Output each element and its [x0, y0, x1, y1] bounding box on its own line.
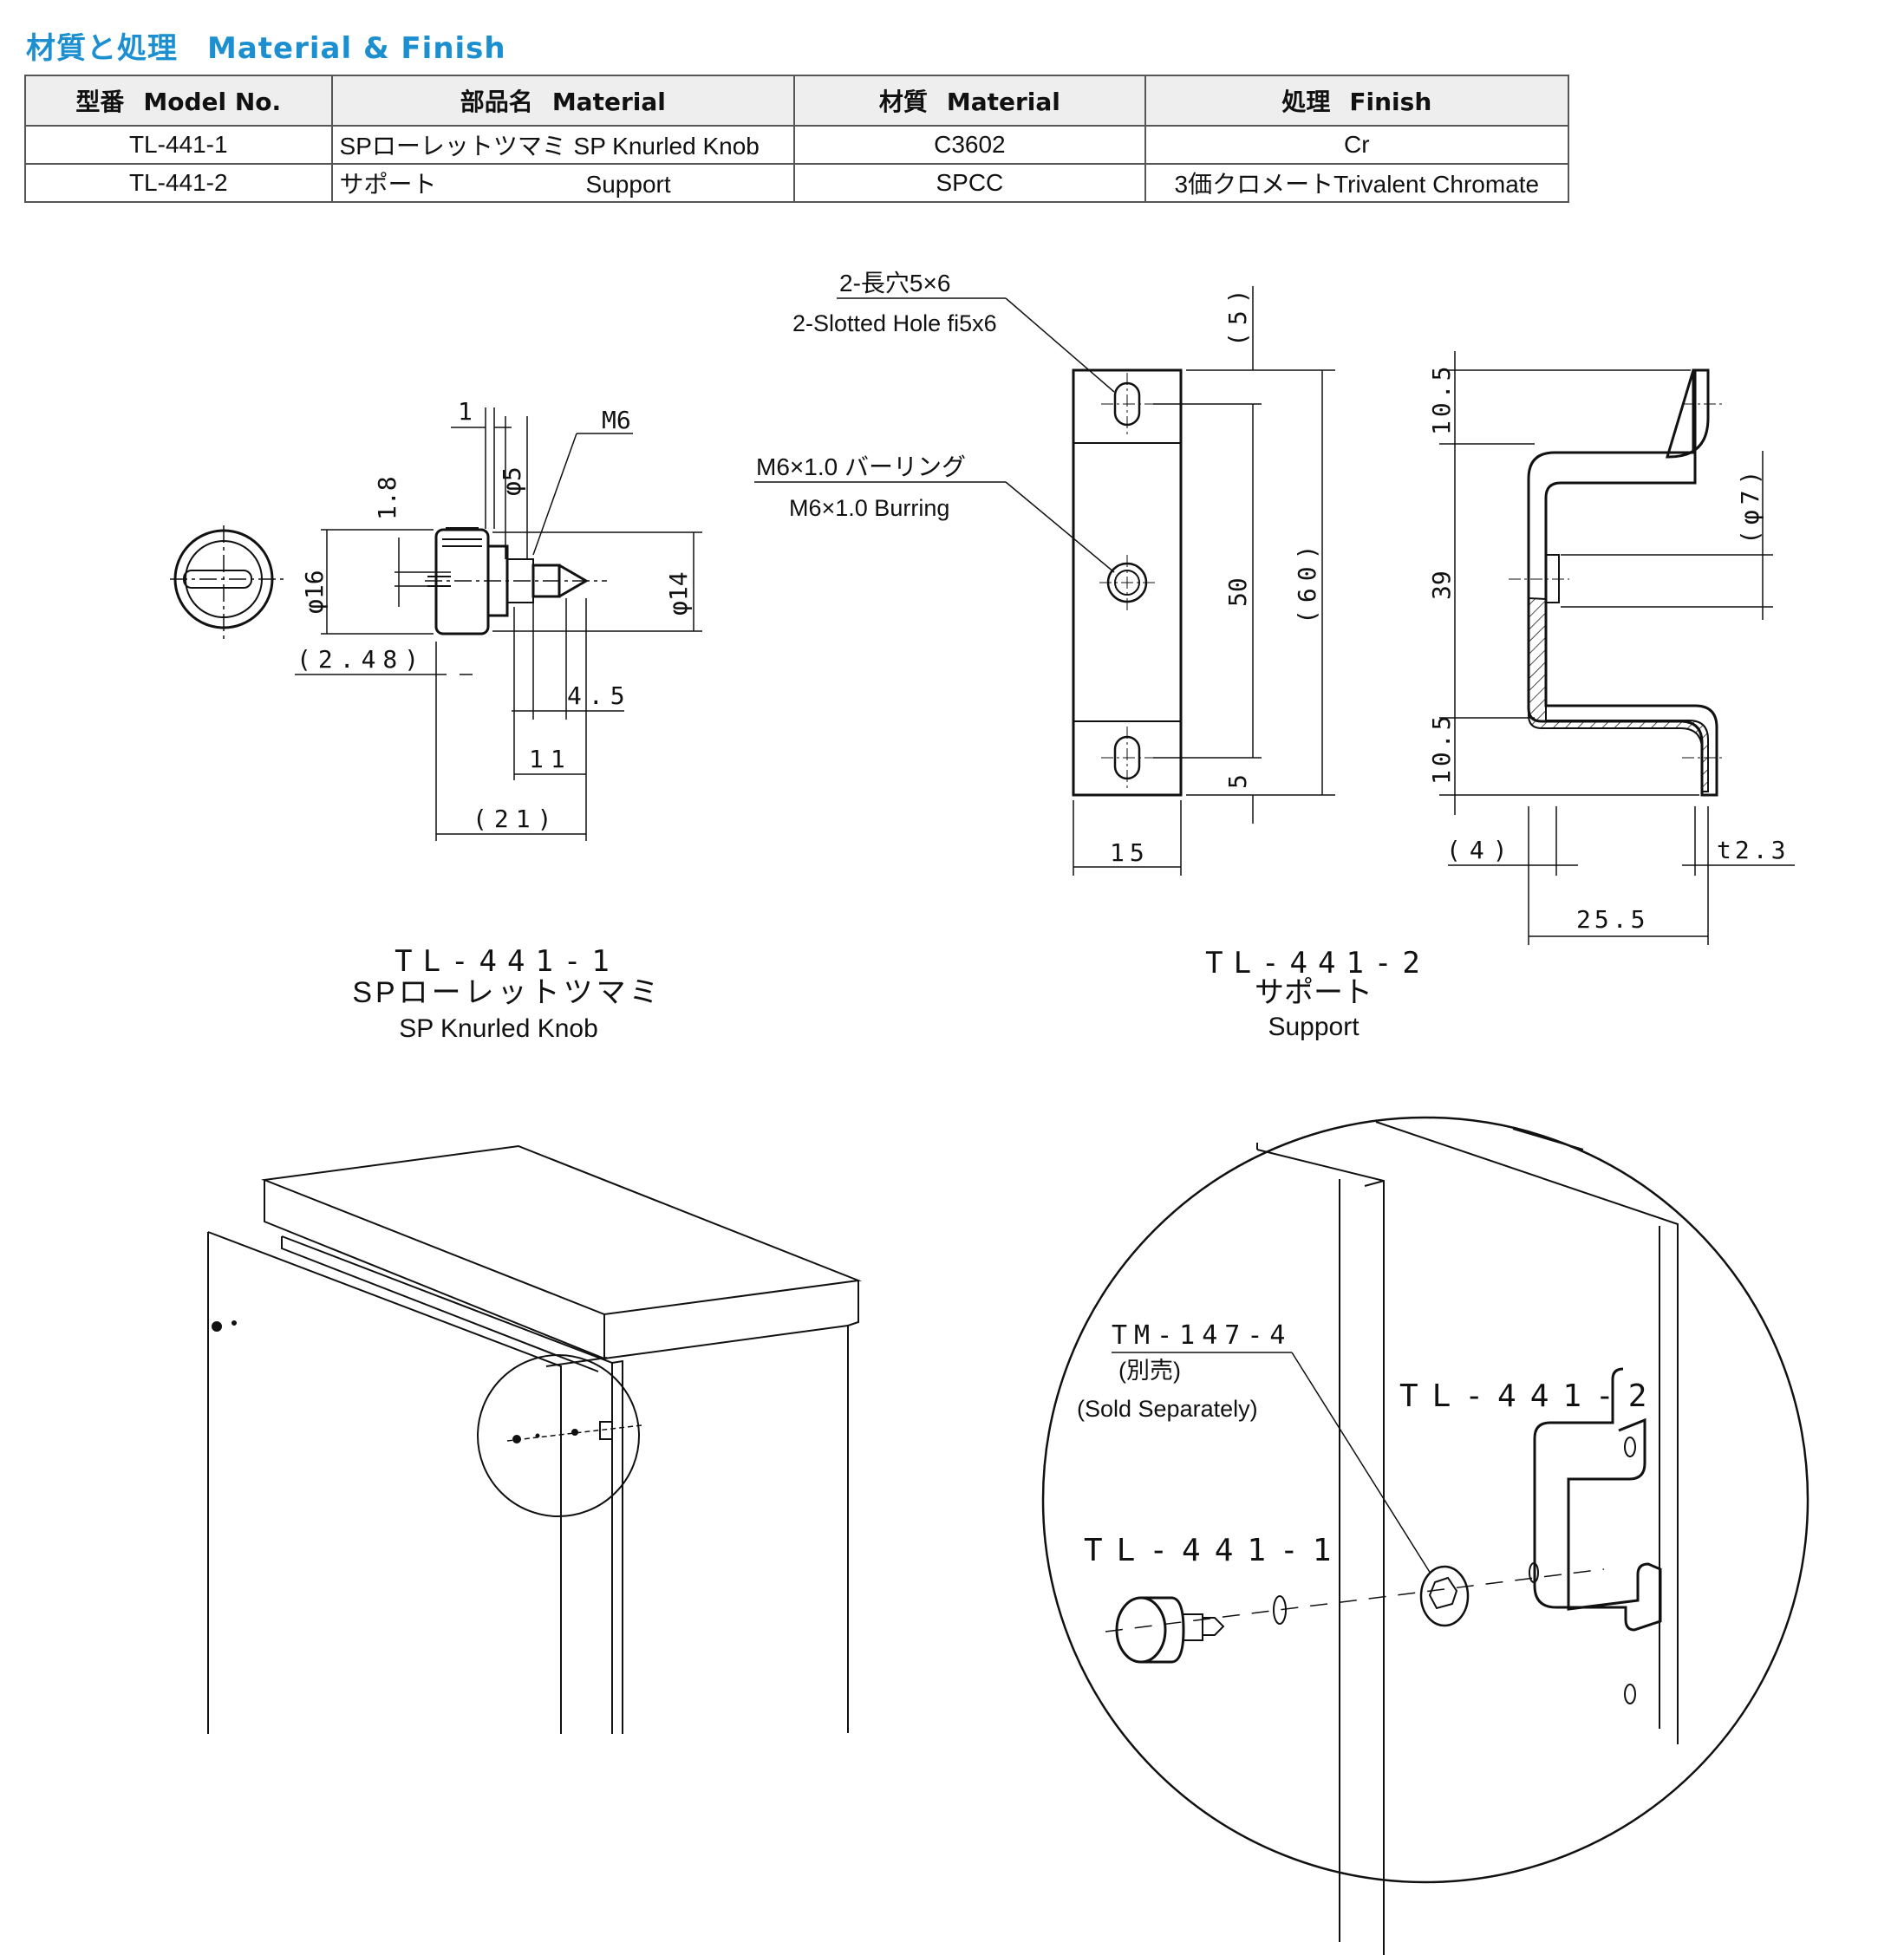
cabinet-illustration	[207, 1144, 862, 1734]
dim-1-8: 1.8	[373, 476, 401, 520]
knob-dimensions	[295, 407, 702, 841]
cell-finish: Cr	[1144, 125, 1570, 165]
knob-caption-model: TL-441-1	[394, 944, 620, 979]
note-slot-en: 2-Slotted Hole fi5x6	[792, 310, 997, 336]
note-burr-en: M6×1.0 Burring	[789, 495, 949, 521]
note-slot-jp: 2-長穴5×6	[839, 270, 950, 297]
cell-model: TL-441-2	[24, 163, 333, 203]
dim-21: (21)	[473, 805, 558, 833]
knob-drawing: 1 φ5 M6 1.8 φ16 φ14 (2.48) 4.5 11 (21) T…	[170, 397, 702, 1043]
dim-15: 15	[1110, 838, 1150, 867]
knob-caption: TL-441-1 SPローレットツマミ SP Knurled Knob	[352, 944, 662, 1043]
label-support: TL-441-2	[1399, 1378, 1660, 1414]
detail-illustration: TM-147-4 (別売) (Sold Separately) TL-441-2…	[1041, 1116, 1809, 1955]
dim-50: 50	[1223, 577, 1252, 607]
dim-phi7: (φ7)	[1736, 466, 1764, 544]
note-burr-jp: M6×1.0 バーリング	[756, 453, 966, 480]
dim-m6: M6	[602, 406, 631, 434]
dim-60: (60)	[1293, 538, 1321, 624]
dim-10-5-top: 10.5	[1427, 363, 1456, 435]
support-side-view: 10.5 39 10.5 (φ7) (4) t2.3 25.5 TL-441-2…	[1205, 351, 1795, 1041]
dim-10-5-bot: 10.5	[1427, 713, 1456, 785]
dim-2-48: (2.48)	[297, 645, 426, 674]
cell-finish: 3価クロメートTrivalent Chromate	[1144, 163, 1570, 203]
dim-phi5: φ5	[498, 466, 526, 496]
dim-25-5: 25.5	[1576, 905, 1648, 934]
dim-phi14: φ14	[664, 571, 693, 616]
dim-5-top: (5)	[1223, 282, 1252, 347]
label-tm: TM-147-4	[1112, 1320, 1293, 1351]
support-front-view: 2-長穴5×6 2-Slotted Hole fi5x6 M6×1.0 バーリン…	[754, 270, 1335, 876]
dim-t2-3: t2.3	[1717, 836, 1789, 864]
section-title: 材質と処理 Material & Finish	[26, 24, 506, 67]
cell-material: SPCC	[793, 163, 1146, 203]
knob-side-view	[425, 527, 607, 635]
dim-1: 1	[458, 397, 473, 426]
dim-phi16: φ16	[300, 570, 329, 614]
support-caption-jp: サポート	[1255, 976, 1373, 1009]
dim-39: 39	[1427, 570, 1456, 600]
knob-dim-labels: 1 φ5 M6 1.8 φ16 φ14 (2.48) 4.5 11 (21)	[297, 397, 693, 833]
support-caption-en: Support	[1268, 1013, 1360, 1041]
label-tm-en: (Sold Separately)	[1077, 1396, 1258, 1422]
support-caption: TL-441-2 サポート Support	[1205, 946, 1431, 1041]
dim-4: (4)	[1446, 836, 1516, 864]
knob-caption-jp: SPローレットツマミ	[352, 976, 662, 1009]
cell-material: C3602	[793, 125, 1146, 165]
cell-model: TL-441-1	[24, 125, 333, 165]
label-knob: TL-441-1	[1084, 1533, 1345, 1568]
dim-11: 11	[529, 745, 572, 773]
knob-caption-en: SP Knurled Knob	[399, 1014, 598, 1043]
label-tm-jp: (別売)	[1118, 1358, 1181, 1384]
knob-end-view	[170, 525, 286, 642]
support-caption-model: TL-441-2	[1205, 946, 1431, 981]
dim-5-bot: 5	[1223, 774, 1252, 789]
title-jp: 材質と処理	[26, 31, 178, 66]
title-en: Material & Finish	[207, 31, 506, 66]
dim-4-5: 4.5	[567, 681, 632, 710]
